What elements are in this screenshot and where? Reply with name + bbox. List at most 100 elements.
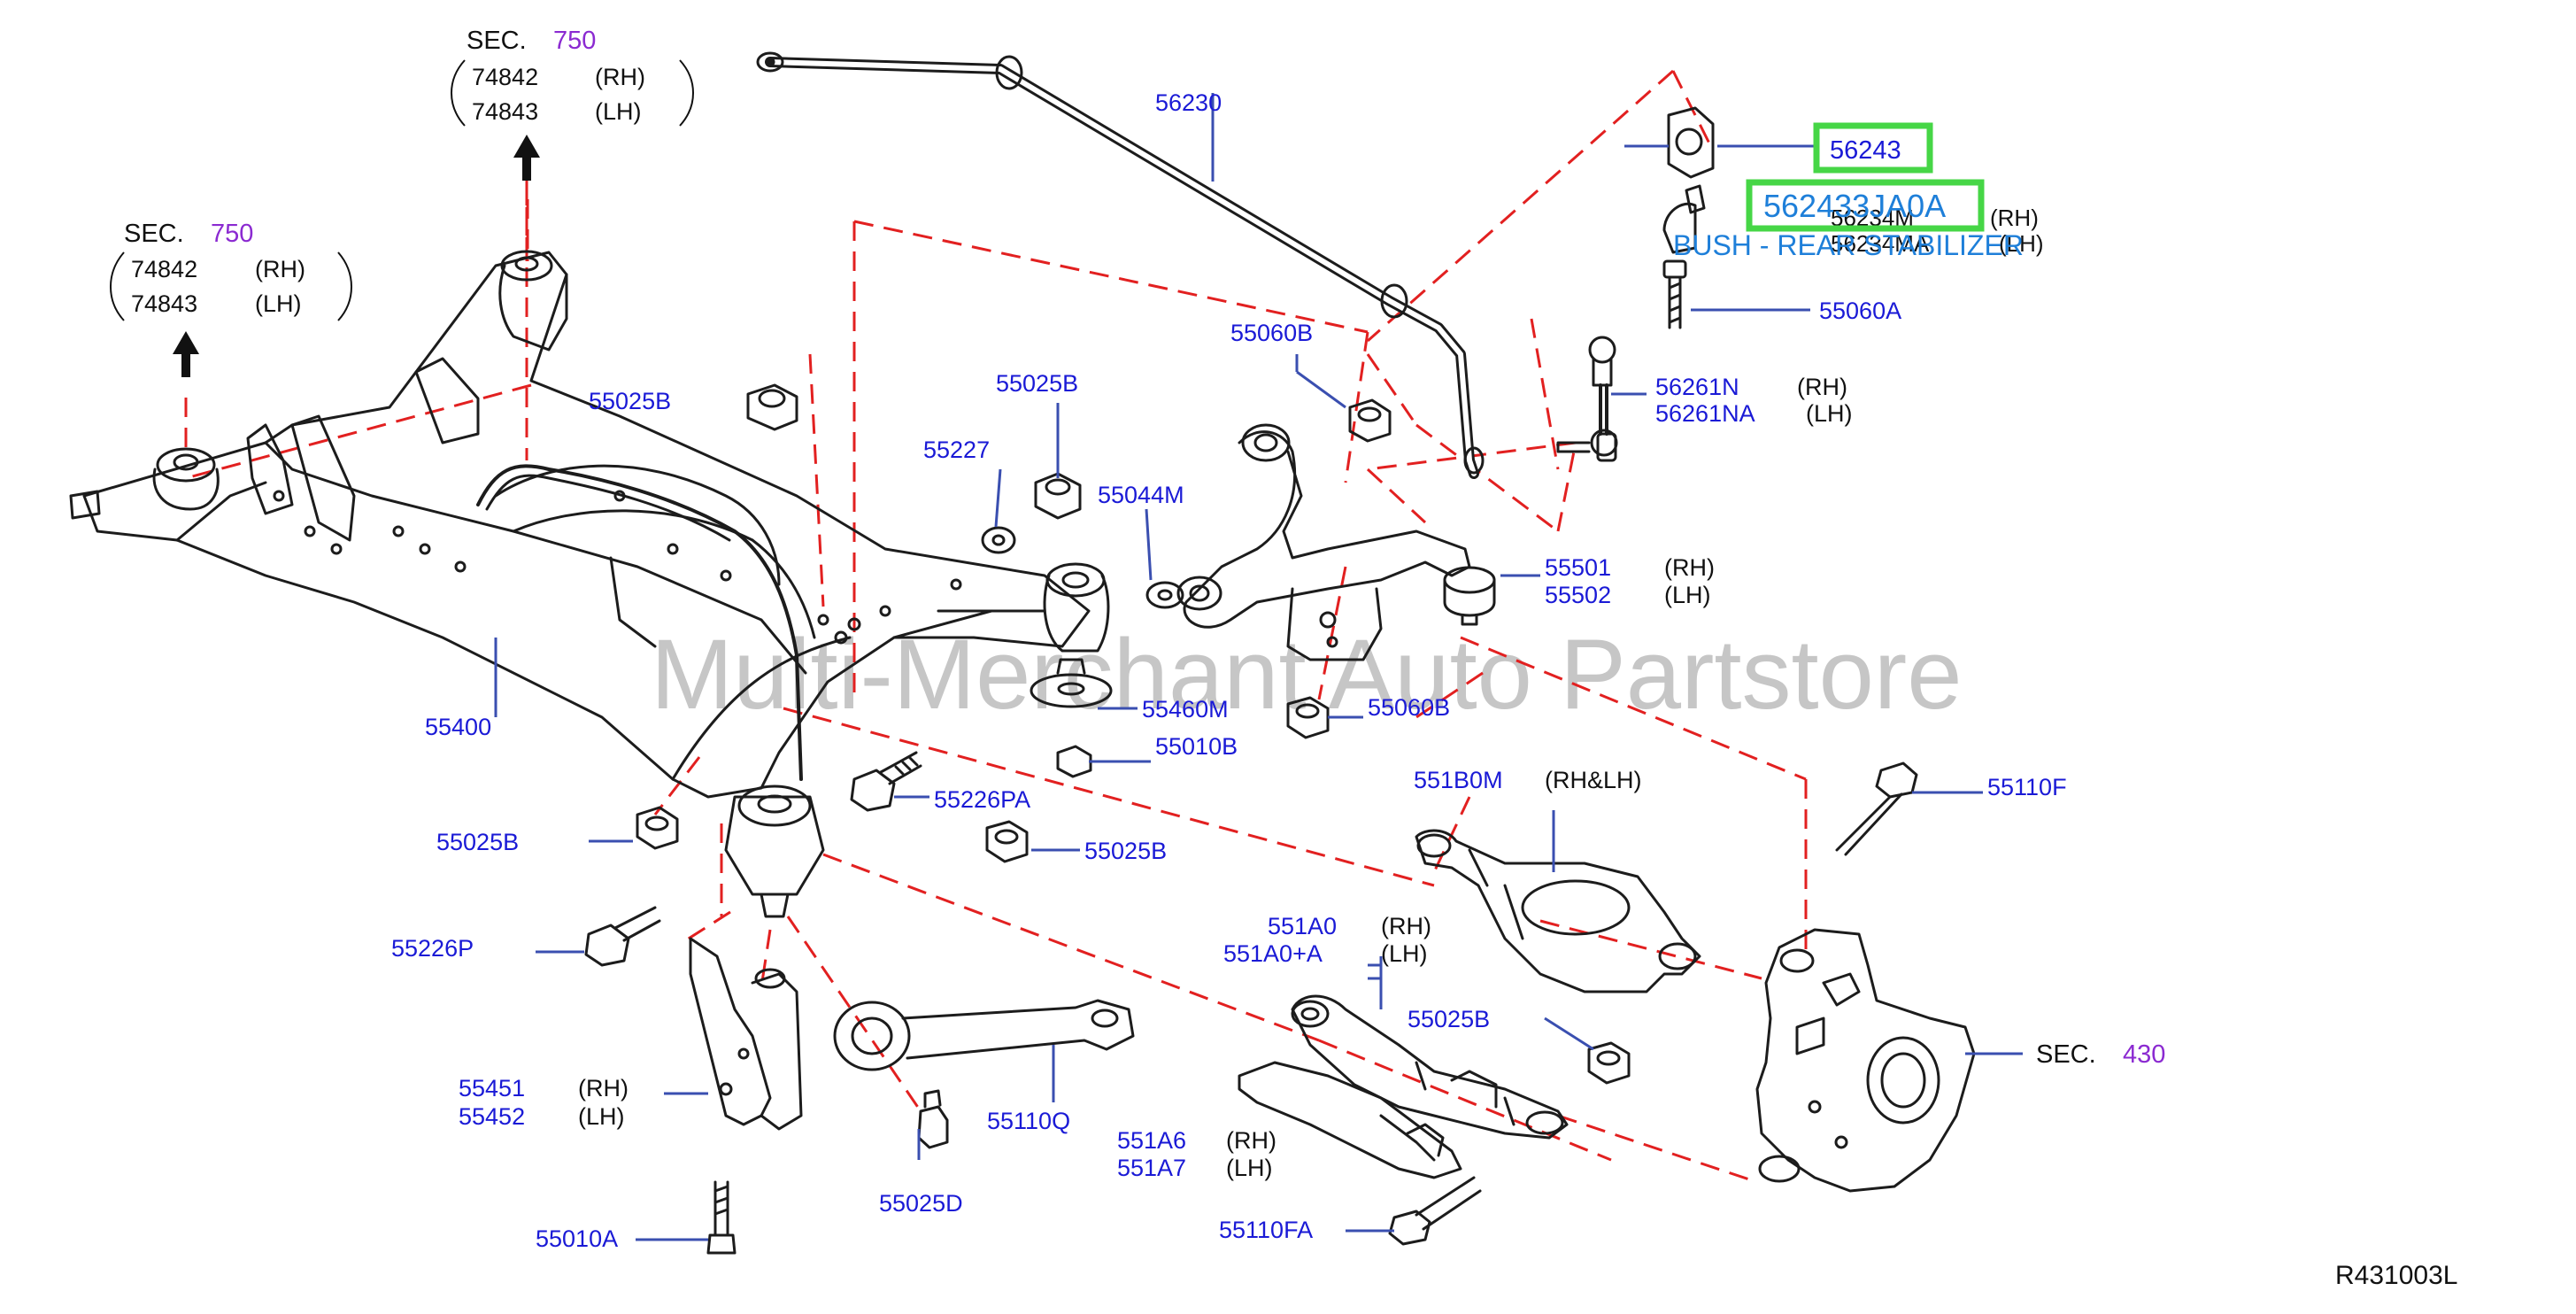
- callout-part[interactable]: 551B0M: [1414, 767, 1503, 793]
- axle-knuckle: [1755, 928, 1976, 1193]
- highlighted-callout-label[interactable]: 56243: [1830, 136, 1901, 165]
- section-ref-750-left: SEC. 750 74842 (RH) 74843 (LH): [110, 220, 352, 321]
- leader-lines: [494, 93, 2023, 1241]
- callout-part[interactable]: 56230: [1155, 89, 1222, 116]
- bolt-55010A: [706, 1180, 737, 1255]
- callout-side: (LH): [1226, 1155, 1273, 1181]
- bolt-55226PA: [850, 751, 922, 812]
- callout-part[interactable]: 551A0: [1268, 913, 1337, 939]
- bolt-55226P: [584, 906, 661, 967]
- callout-part[interactable]: 55060A: [1819, 298, 1901, 324]
- arm-551A6: [1238, 1061, 1462, 1179]
- bracket-left: [110, 251, 125, 321]
- callout-part[interactable]: 55010B: [1155, 733, 1238, 760]
- section-number-link[interactable]: 430: [2123, 1040, 2165, 1069]
- bolt-55025D: [917, 1089, 949, 1149]
- callouts: 56230 55060A 55060B 56261N (RH) 56261NA …: [391, 89, 2067, 1252]
- callout-part[interactable]: 55060B: [1230, 320, 1313, 346]
- highlight-box-part-number[interactable]: [1746, 179, 1985, 232]
- section-ref-430: SEC. 430: [2036, 1040, 2165, 1069]
- callout-part[interactable]: 56261N: [1655, 374, 1739, 400]
- highlighted-part: 56234M (RH) 56234MA (LH) 56243 562433JA0…: [1673, 122, 2044, 261]
- callout-part[interactable]: 55502: [1545, 582, 1611, 608]
- callout-part[interactable]: 55025B: [589, 388, 671, 414]
- callout-part[interactable]: 55044M: [1098, 482, 1184, 508]
- nut-55025B-left: [636, 806, 679, 850]
- section-prefix: SEC.: [2036, 1040, 2096, 1069]
- callout-part[interactable]: 55025B: [436, 829, 519, 855]
- bolt-55110FA: [1388, 1176, 1482, 1246]
- callout-part[interactable]: 55226P: [391, 935, 474, 962]
- callout-part[interactable]: 55025D: [879, 1190, 963, 1217]
- callout-side: (RH): [1797, 374, 1847, 400]
- stabilizer-bushing: [1662, 106, 1715, 254]
- callout-part[interactable]: 55452: [459, 1103, 525, 1130]
- nut-55060B-lower: [1286, 696, 1330, 739]
- nut-55060B: [1348, 398, 1392, 443]
- nut-55025B-mid: [985, 820, 1029, 863]
- callout-part[interactable]: 55110FA: [1219, 1217, 1313, 1243]
- arm-551A0: [1291, 994, 1569, 1140]
- section-number-link[interactable]: 750: [553, 27, 596, 55]
- overlapped-label: 56234MA: [1831, 230, 1930, 257]
- callout-side: (LH): [1381, 940, 1428, 967]
- rear-stabilizer-bar: [756, 51, 1485, 479]
- rear-suspension-member: [69, 250, 1110, 918]
- section-side: (LH): [255, 290, 302, 317]
- upper-link: [1176, 423, 1471, 661]
- section-part: 74843: [472, 98, 538, 125]
- bracket-left: [451, 59, 466, 127]
- bracket-right: [679, 59, 694, 127]
- section-ref-750-top: SEC. 750 74842 (RH) 74843 (LH): [451, 27, 694, 127]
- bush-55501: [1443, 566, 1496, 626]
- stabilizer-connecting-rod: [1556, 336, 1618, 462]
- section-arrows: [173, 135, 540, 377]
- assembly-dash-lines: [184, 69, 1808, 1184]
- highlighted-part-description[interactable]: BUSH - REAR STABILIZER: [1673, 229, 2024, 261]
- callout-part[interactable]: 55110F: [1987, 774, 2067, 800]
- callout-side: (LH): [1806, 400, 1853, 427]
- section-part: 74843: [131, 290, 197, 317]
- overlapped-label: (LH): [1999, 230, 2044, 257]
- nut-55025B-right: [1587, 1041, 1631, 1085]
- callout-part[interactable]: 55110Q: [987, 1108, 1070, 1134]
- highlight-box-callout[interactable]: [1813, 122, 1933, 174]
- highlighted-part-number[interactable]: 562433JA0A: [1763, 188, 1946, 224]
- callout-side: (RH): [1381, 913, 1431, 939]
- callout-side: (RH): [1664, 554, 1715, 581]
- bracket-right: [337, 251, 352, 321]
- callout-side: (LH): [1664, 582, 1711, 608]
- bolt-55110F: [1835, 761, 1918, 856]
- callout-part[interactable]: 55025B: [1084, 838, 1167, 864]
- callout-part[interactable]: 551A0+A: [1223, 940, 1323, 967]
- callout-part[interactable]: 55451: [459, 1075, 525, 1101]
- callout-part[interactable]: 55460M: [1142, 696, 1229, 723]
- nut-55025B-upper-a: [1034, 472, 1082, 520]
- watermark: Multi-Merchant Auto Partstore: [651, 619, 1962, 730]
- callout-part[interactable]: 551A7: [1117, 1155, 1186, 1181]
- callout-part[interactable]: 55060B: [1368, 694, 1450, 721]
- callout-part[interactable]: 55025B: [1408, 1006, 1490, 1032]
- washer-55227: [981, 526, 1016, 554]
- callout-part[interactable]: 55400: [425, 714, 491, 740]
- callout-part[interactable]: 55501: [1545, 554, 1611, 581]
- washer-55044M: [1145, 581, 1184, 609]
- callout-side: (RH): [1226, 1127, 1276, 1154]
- overlapped-label: (RH): [1990, 205, 2039, 231]
- callout-part[interactable]: 56261NA: [1655, 400, 1755, 427]
- callout-part[interactable]: 55010A: [536, 1225, 618, 1252]
- callout-part[interactable]: 551A6: [1117, 1127, 1186, 1154]
- rubber-mount-55460M: [1030, 658, 1113, 778]
- section-prefix: SEC.: [467, 27, 527, 55]
- callout-part[interactable]: 55226PA: [934, 786, 1030, 813]
- section-side: (RH): [595, 64, 645, 90]
- callout-side: (RH&LH): [1545, 767, 1642, 793]
- section-number-link[interactable]: 750: [211, 220, 253, 248]
- section-side: (LH): [595, 98, 642, 125]
- nut-55025B-upper-b: [746, 383, 798, 431]
- callout-part[interactable]: 55227: [923, 437, 990, 463]
- callout-part[interactable]: 55025B: [996, 370, 1078, 397]
- bracket-55451: [689, 937, 803, 1131]
- lower-arm-551B0M: [1415, 829, 1701, 993]
